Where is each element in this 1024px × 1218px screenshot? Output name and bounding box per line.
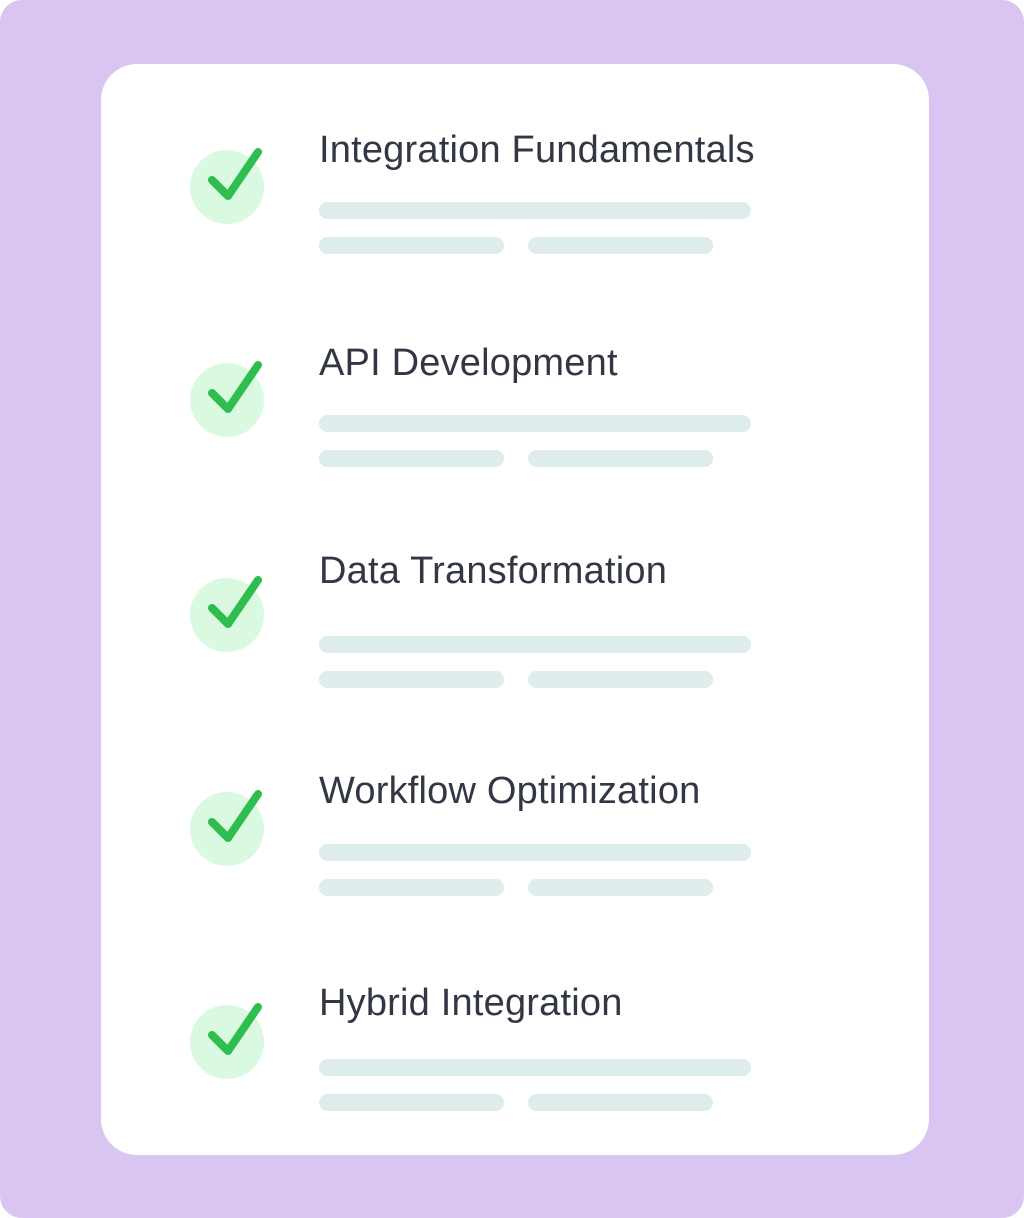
checkmark-icon <box>208 576 262 628</box>
checkmark-icon <box>208 148 262 200</box>
placeholder-line <box>528 450 713 467</box>
placeholder-line <box>319 450 504 467</box>
checkmark-icon <box>208 1003 262 1055</box>
check-badge <box>190 576 264 652</box>
check-badge <box>190 148 264 224</box>
checkmark-icon <box>208 361 262 413</box>
checklist-item: Data Transformation <box>101 549 929 699</box>
checklist-item: Hybrid Integration <box>101 981 929 1131</box>
item-title: API Development <box>319 342 618 384</box>
item-title: Workflow Optimization <box>319 770 701 812</box>
checkmark-icon <box>208 790 262 842</box>
placeholder-line <box>319 844 751 861</box>
placeholder-line <box>319 415 751 432</box>
placeholder-line <box>528 879 713 896</box>
checklist-card: Integration Fundamentals API Development <box>101 64 929 1155</box>
item-title: Integration Fundamentals <box>319 129 755 171</box>
check-badge <box>190 1003 264 1079</box>
check-badge <box>190 361 264 437</box>
placeholder-line <box>528 1094 713 1111</box>
item-title: Hybrid Integration <box>319 982 623 1024</box>
placeholder-line <box>319 1094 504 1111</box>
placeholder-line <box>528 671 713 688</box>
checklist-item: API Development <box>101 341 929 491</box>
item-title: Data Transformation <box>319 550 668 592</box>
placeholder-line <box>319 879 504 896</box>
placeholder-line <box>319 636 751 653</box>
checklist-item: Workflow Optimization <box>101 769 929 919</box>
placeholder-line <box>319 202 751 219</box>
checklist-item: Integration Fundamentals <box>101 128 929 278</box>
placeholder-line <box>319 1059 751 1076</box>
placeholder-line <box>528 237 713 254</box>
placeholder-line <box>319 237 504 254</box>
check-badge <box>190 790 264 866</box>
placeholder-line <box>319 671 504 688</box>
